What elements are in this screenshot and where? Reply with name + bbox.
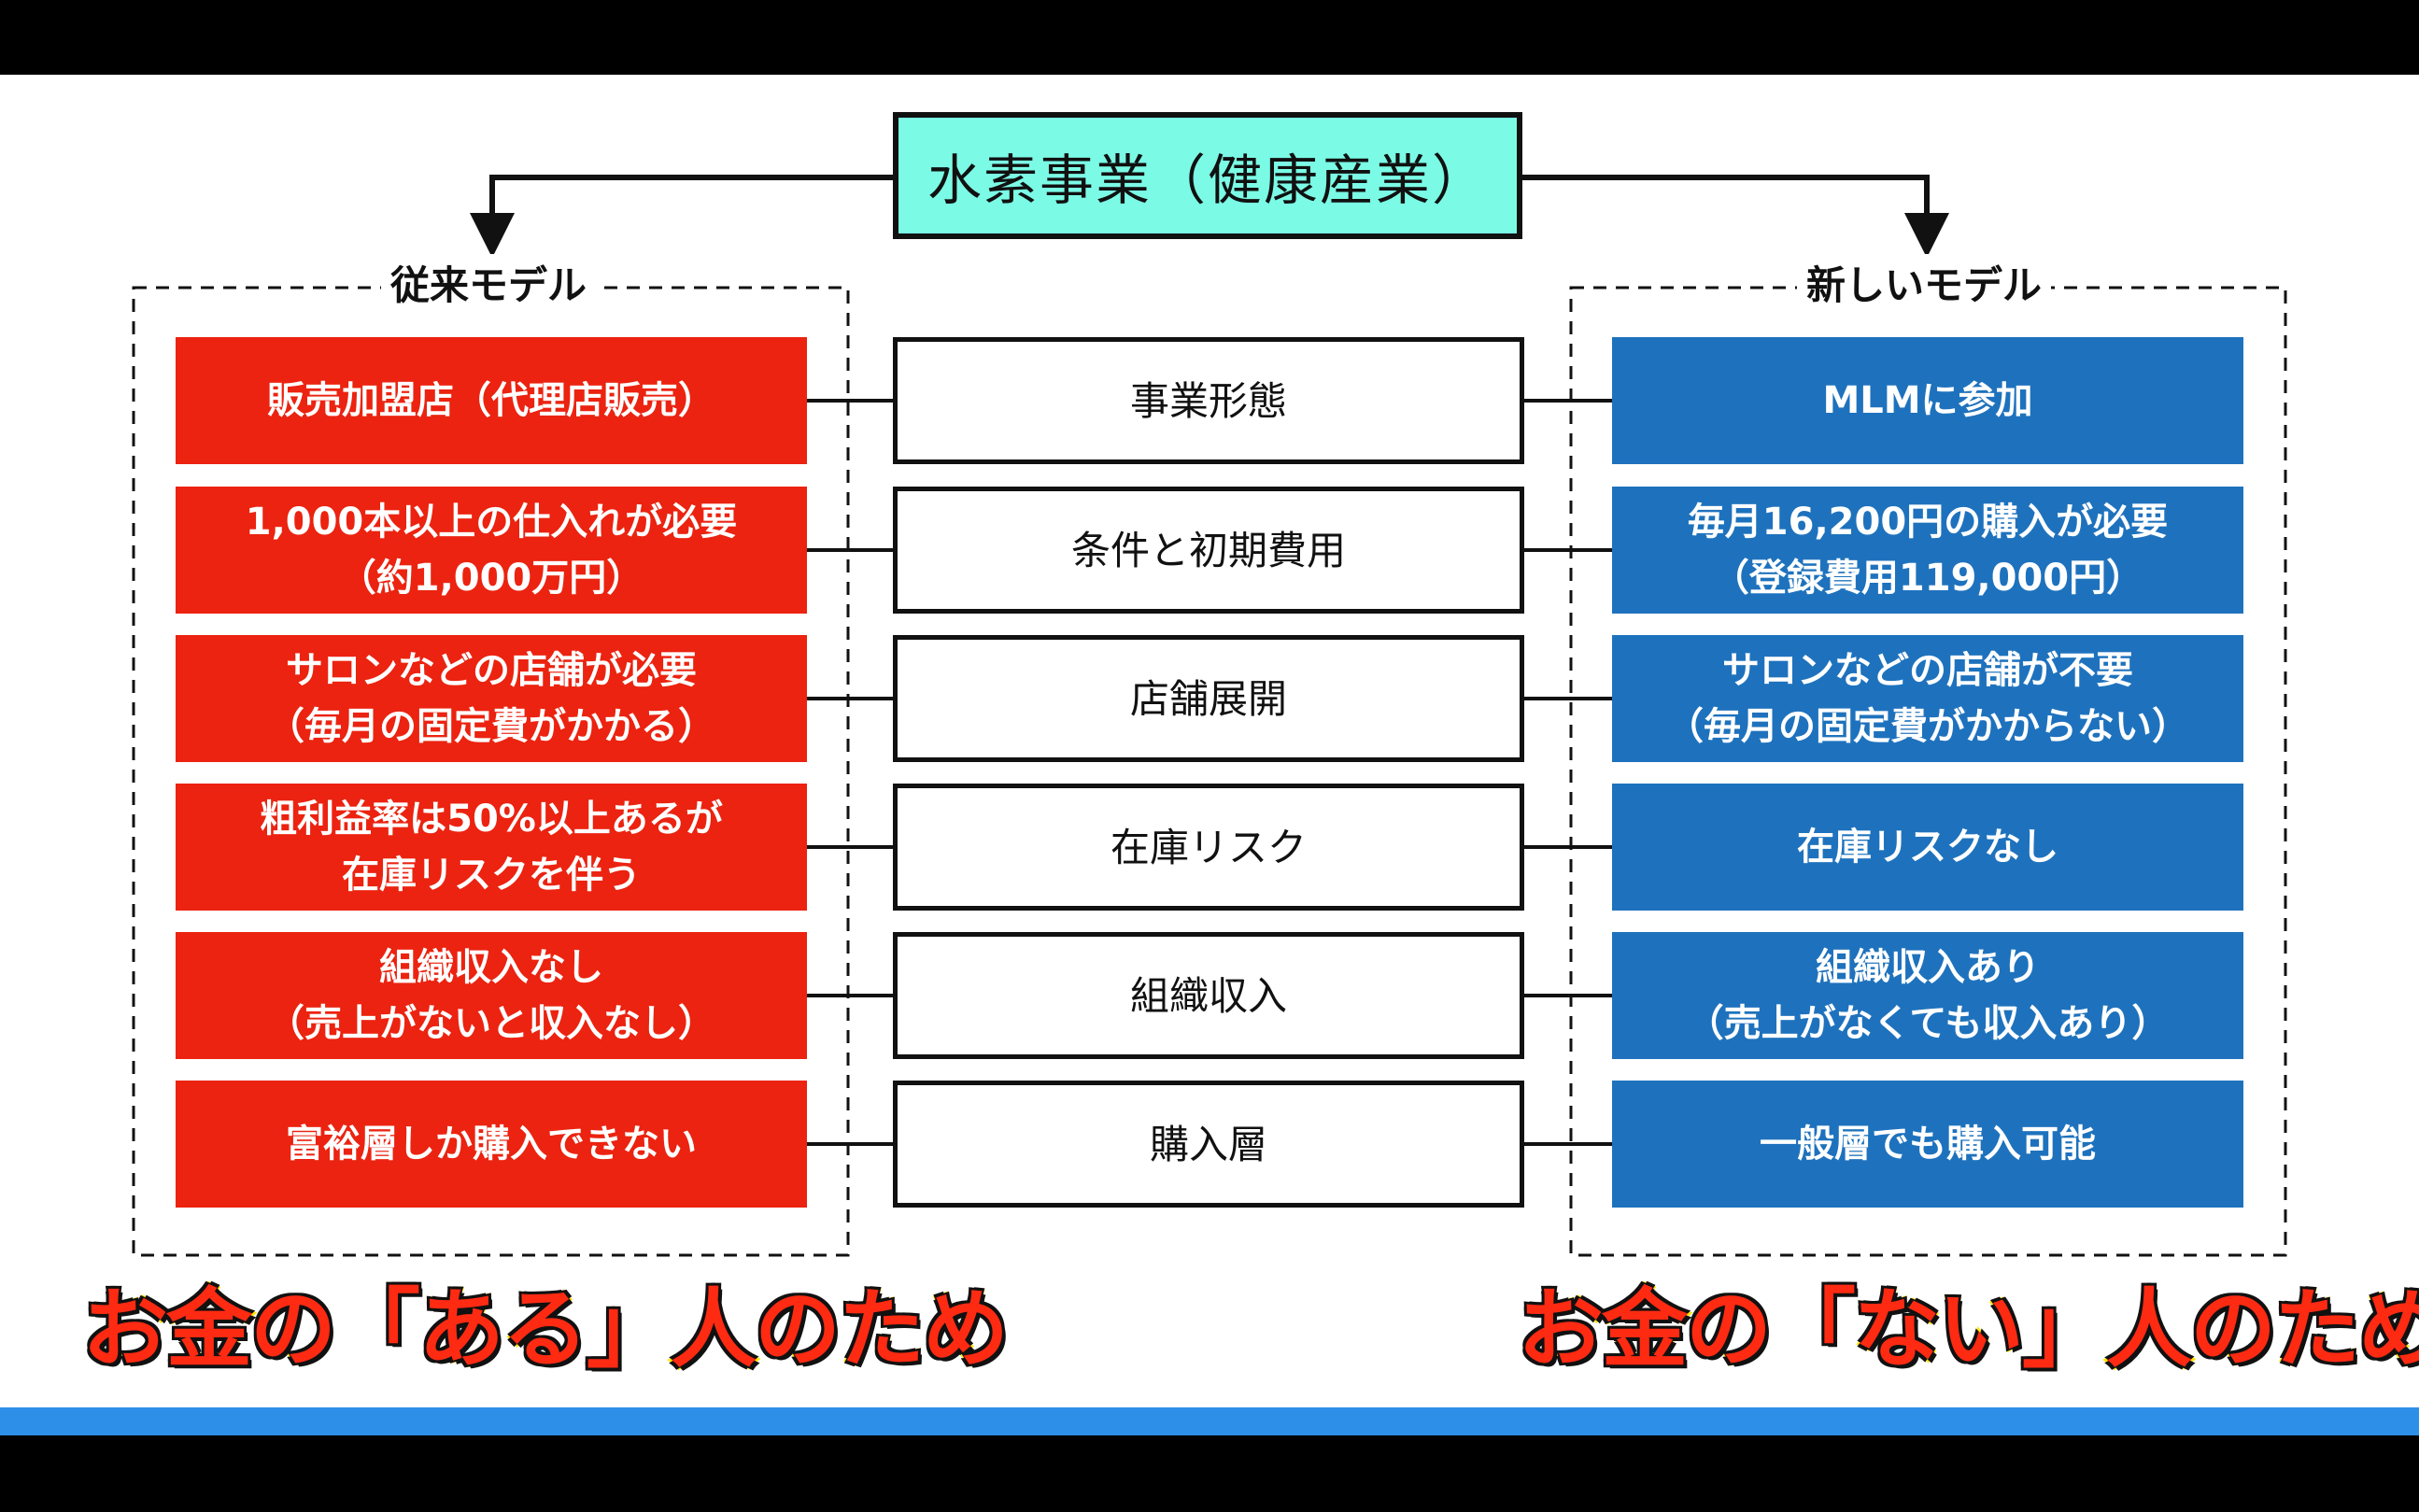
left-row-line1: 販売加盟店（代理店販売）	[267, 379, 715, 422]
row-link-lines	[807, 399, 1612, 1146]
left-group-frame	[132, 286, 850, 1257]
right-row-line2: （売上がなくても収入あり）	[1686, 1002, 2170, 1045]
right-row-line1: 組織収入あり	[1816, 946, 2040, 989]
left-row-line2: 在庫リスクを伴う	[342, 854, 641, 897]
left-row-line1: サロンなどの店舗が必要	[286, 649, 697, 692]
category-store: 店舗展開	[893, 635, 1524, 762]
left-row-line1: 1,000本以上の仕入れが必要	[245, 501, 738, 544]
left-row-store: サロンなどの店舗が必要 （毎月の固定費がかかる）	[176, 635, 807, 762]
category-label: 条件と初期費用	[1070, 527, 1346, 573]
left-row-line2: （毎月の固定費がかかる）	[267, 705, 715, 748]
top-letterbox-bar	[0, 0, 2419, 75]
left-group-label: 従来モデル	[381, 254, 597, 310]
category-label: 在庫リスク	[1110, 824, 1307, 870]
left-row-line2: （売上がないと収入なし）	[267, 1002, 715, 1045]
right-row-line1: MLMに参加	[1822, 379, 2033, 422]
right-row-inventory: 在庫リスクなし	[1612, 784, 2243, 911]
right-row-line1: 毎月16,200円の購入が必要	[1687, 501, 2169, 544]
left-row-inventory: 粗利益率は50%以上あるが 在庫リスクを伴う	[176, 784, 807, 911]
left-row-line2: （約1,000万円）	[338, 557, 644, 600]
left-branch-arrow	[470, 175, 893, 258]
category-label: 購入層	[1149, 1121, 1267, 1167]
right-row-org-income: 組織収入あり （売上がなくても収入あり）	[1612, 932, 2243, 1059]
category-label: 組織収入	[1129, 972, 1287, 1019]
category-inventory: 在庫リスク	[893, 784, 1524, 911]
right-row-line1: サロンなどの店舗が不要	[1722, 649, 2133, 692]
right-row-store: サロンなどの店舗が不要 （毎月の固定費がかからない）	[1612, 635, 2243, 762]
category-business-type: 事業形態	[893, 337, 1524, 464]
right-row-line2: （毎月の固定費がかからない）	[1666, 705, 2189, 748]
left-row-buyers: 富裕層しか購入できない	[176, 1081, 807, 1208]
left-row-conditions: 1,000本以上の仕入れが必要 （約1,000万円）	[176, 487, 807, 614]
right-row-line1: 在庫リスクなし	[1797, 826, 2058, 869]
left-row-business-type: 販売加盟店（代理店販売）	[176, 337, 807, 464]
category-label: 事業形態	[1129, 377, 1287, 424]
accent-bar	[0, 1407, 2419, 1435]
right-row-conditions: 毎月16,200円の購入が必要 （登録費用119,000円）	[1612, 487, 2243, 614]
category-buyers: 購入層	[893, 1081, 1524, 1208]
category-conditions: 条件と初期費用	[893, 487, 1524, 614]
right-branch-arrow	[1522, 175, 1949, 258]
right-row-buyers: 一般層でも購入可能	[1612, 1081, 2243, 1208]
right-row-business-type: MLMに参加	[1612, 337, 2243, 464]
right-group-frame	[1569, 286, 2287, 1257]
left-row-line1: 組織収入なし	[379, 946, 603, 989]
category-org-income: 組織収入	[893, 932, 1524, 1059]
right-slogan: お金の「ない」人のため	[1515, 1277, 2419, 1381]
business-title: 水素事業（健康産業）	[893, 112, 1522, 239]
right-row-line2: （登録費用119,000円）	[1711, 557, 2144, 600]
left-row-line1: 富裕層しか購入できない	[286, 1123, 697, 1166]
right-row-line1: 一般層でも購入可能	[1760, 1123, 2096, 1166]
left-slogan: お金の「ある」人のため	[79, 1277, 1011, 1381]
category-label: 店舗展開	[1129, 675, 1287, 722]
right-group-label: 新しいモデル	[1797, 254, 2052, 310]
left-row-org-income: 組織収入なし （売上がないと収入なし）	[176, 932, 807, 1059]
left-row-line1: 粗利益率は50%以上あるが	[260, 798, 723, 841]
bottom-letterbox-bar	[0, 1435, 2419, 1512]
